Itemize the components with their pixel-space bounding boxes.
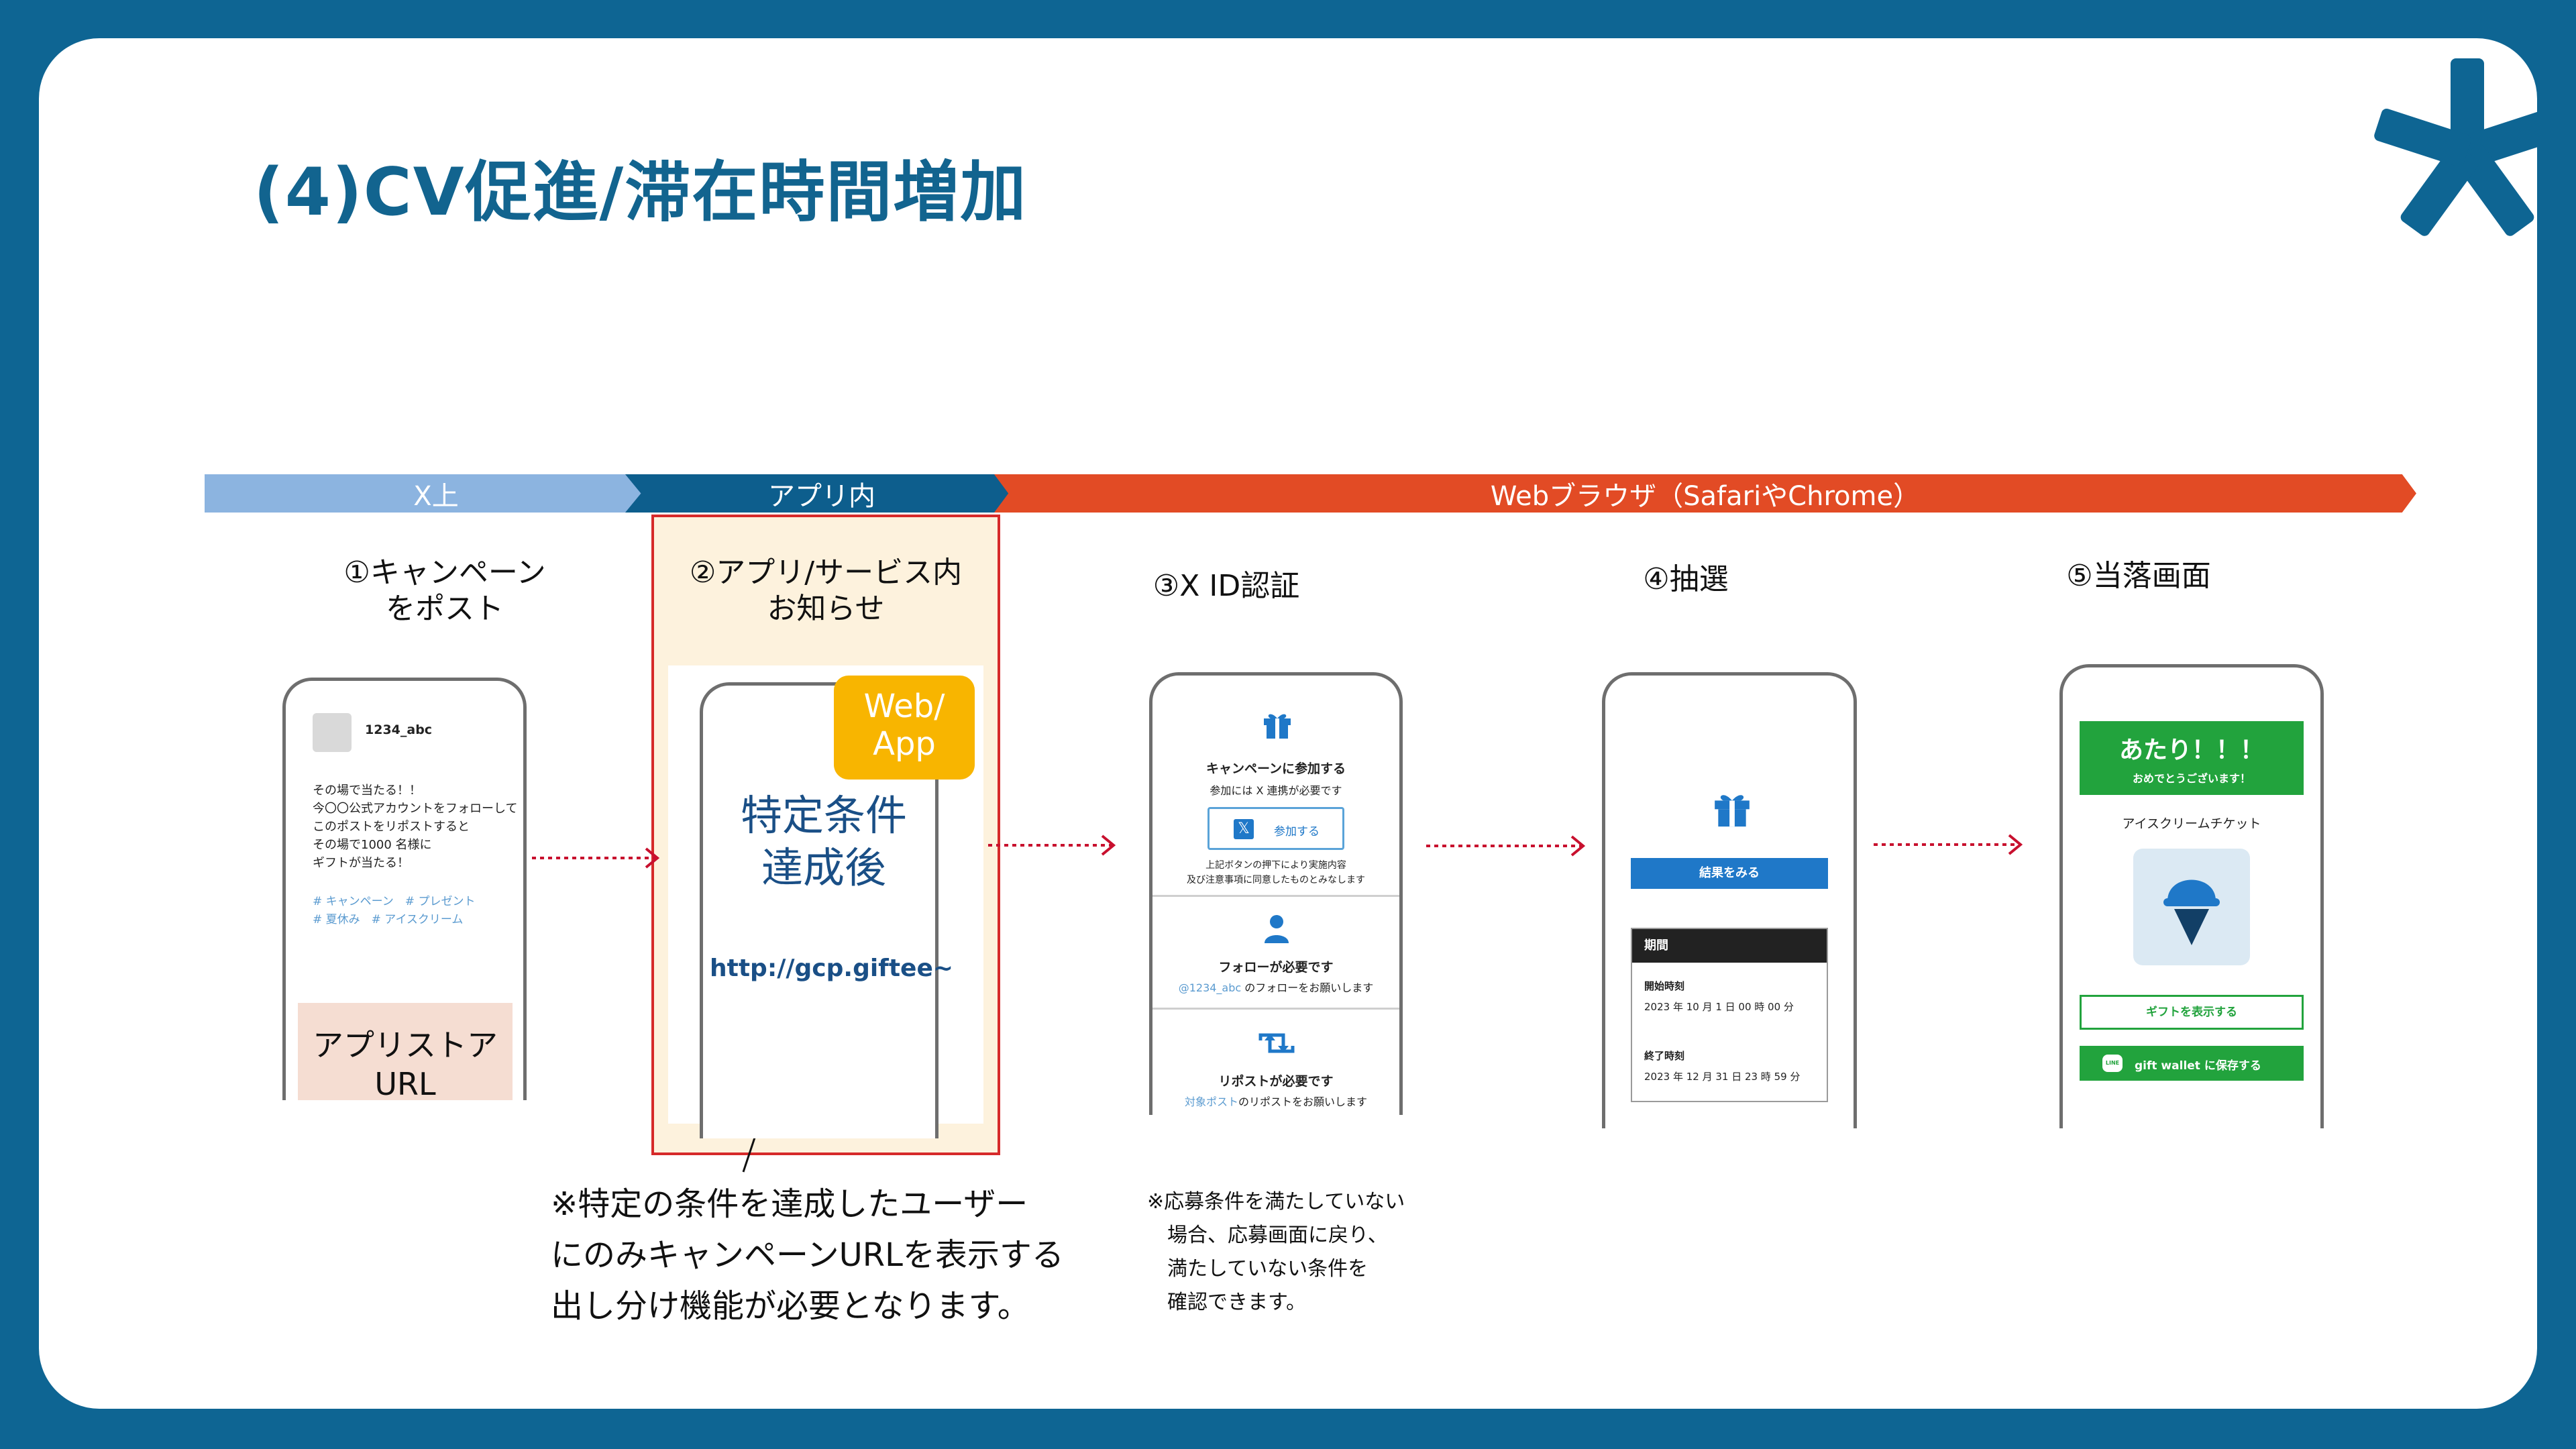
app-store-line2: URL [374, 1066, 436, 1100]
main-note-line: 出し分け機能が必要となります。 [551, 1287, 1030, 1325]
join-note-line: 上記ボタンの押下により実施内容 [1205, 860, 1346, 871]
repost-desc: のリポストをお願いします [1238, 1095, 1368, 1108]
line-icon: LINE [2102, 1055, 2123, 1072]
gift-icon [1715, 795, 1750, 827]
join-subtitle: 参加には X 連携が必要です [1210, 784, 1342, 797]
small-note-line: 確認できます。 [1147, 1291, 1306, 1314]
step-2-line1: ②アプリ/サービス内 [689, 555, 963, 590]
save-wallet-label: gift wallet に保存する [2135, 1059, 2261, 1073]
x-logo-icon: 𝕏 [1234, 819, 1254, 839]
gift-icon [1264, 714, 1291, 739]
post-hashtags: # キャンペーン # プレゼント # 夏休み # アイスクリーム [313, 893, 475, 929]
user-icon [1265, 915, 1289, 943]
step-3-label: ③X ID認証 [1152, 569, 1300, 603]
result-button[interactable]: 結果をみる [1631, 858, 1828, 889]
badge-line1: Web/ [863, 688, 945, 725]
badge-line2: App [873, 725, 936, 763]
start-label: 開始時刻 [1644, 980, 1685, 992]
slide-card: (4)CV促進/滞在時間増加 X上 アプリ内 Webブラウザ（SafariやCh… [39, 38, 2537, 1409]
step-2-label: ②アプリ/サービス内 お知らせ [651, 555, 1000, 627]
join-notes: 上記ボタンの押下により実施内容 及び注意事項に同意したものとみなします [1152, 858, 1399, 888]
phone-result: あたり！！！ おめでとうございます！ アイスクリームチケット ギフトを表示する … [2059, 664, 2324, 1128]
phone-x-post: 1234_abc その場で当たる！！ 今〇〇公式アカウントをフォローして このポ… [282, 678, 527, 1100]
condition-line2: 達成後 [761, 843, 886, 892]
condition-line1: 特定条件 [740, 791, 907, 840]
post-line: その場で1000 名様に [313, 838, 432, 852]
phone-x-auth: キャンペーンに参加する 参加には X 連携が必要です 𝕏 参加する 上記ボタンの… [1149, 672, 1403, 1115]
page-title: (4)CV促進/滞在時間増加 [254, 154, 1028, 231]
band-x: X上 [205, 474, 667, 513]
small-note-line: 満たしていない条件を [1147, 1257, 1368, 1281]
hashtag-line[interactable]: # キャンペーン # プレゼント [313, 895, 476, 908]
win-subtitle: おめでとうございます！ [2132, 772, 2251, 785]
small-note-line: 場合、応募画面に戻り、 [1147, 1224, 1388, 1247]
post-line: その場で当たる！！ [313, 784, 421, 798]
win-title: あたり！！！ [2118, 737, 2264, 764]
follow-title: フォローが必要です [1218, 960, 1334, 975]
post-line: ギフトが当たる！ [313, 856, 409, 870]
campaign-url[interactable]: http://gcp.giftee~ [710, 955, 954, 982]
band-web: Webブラウザ（SafariやChrome） [994, 474, 2416, 513]
win-banner: あたり！！！ おめでとうございます！ [2080, 721, 2304, 795]
small-note-line: ※応募条件を満たしていない [1147, 1190, 1405, 1214]
app-store-line1: アプリストア [313, 1027, 498, 1063]
avatar [313, 713, 352, 752]
small-note: ※応募条件を満たしていない 場合、応募画面に戻り、 満たしていない条件を 確認で… [1147, 1185, 1405, 1320]
step-2-line2: お知らせ [767, 592, 885, 626]
repost-title: リポストが必要です [1218, 1074, 1334, 1089]
ice-cream-icon [2163, 879, 2220, 945]
app-store-url-box[interactable]: アプリストア URL [298, 1003, 513, 1100]
end-value: 2023 年 12 月 31 日 23 時 59 分 [1644, 1071, 1801, 1083]
end-label: 終了時刻 [1644, 1050, 1685, 1062]
step-1-line1: ①キャンペーン [343, 555, 546, 590]
repost-target-link[interactable]: 対象ポスト [1184, 1095, 1238, 1108]
main-note-line: ※特定の条件を達成したユーザー [551, 1185, 1028, 1223]
step-1-line2: をポスト [386, 592, 504, 626]
hashtag-line[interactable]: # 夏休み # アイスクリーム [313, 913, 464, 926]
ticket-name: アイスクリームチケット [2122, 816, 2261, 831]
main-note-line: にのみキャンペーンURLを表示する [551, 1236, 1064, 1274]
show-gift-button[interactable]: ギフトを表示する [2080, 995, 2304, 1030]
step-1-label: ①キャンペーン をポスト [277, 555, 612, 627]
ticket-image [2133, 849, 2250, 965]
post-line: このポストをリポストすると [313, 820, 470, 834]
join-note-line: 及び注意事項に同意したものとみなします [1187, 875, 1365, 885]
step-5-label: ⑤当落画面 [2066, 559, 2211, 593]
period-header: 期間 [1632, 929, 1827, 963]
join-button-label: 参加する [1274, 825, 1320, 839]
join-button[interactable]: 𝕏 参加する [1208, 807, 1344, 850]
asterisk-logo-icon [2374, 58, 2537, 236]
phone-lottery: 結果をみる 期間 開始時刻 2023 年 10 月 1 日 00 時 00 分 … [1602, 672, 1857, 1128]
post-body: その場で当たる！！ 今〇〇公式アカウントをフォローして このポストをリポストする… [313, 782, 517, 872]
divider [1152, 1008, 1399, 1010]
join-title: キャンペーンに参加する [1205, 761, 1346, 776]
condition-text: 特定条件 達成後 [706, 790, 941, 894]
start-value: 2023 年 10 月 1 日 00 時 00 分 [1644, 1001, 1794, 1013]
step-4-label: ④抽選 [1643, 562, 1729, 596]
band-app: アプリ内 [625, 474, 1018, 513]
follow-desc: のフォローをお願いします [1241, 981, 1374, 994]
repost-icon [1258, 1033, 1295, 1053]
repost-desc-row: 対象ポストのリポストをお願いします [1152, 1093, 1399, 1109]
post-line: 今〇〇公式アカウントをフォローして [313, 802, 518, 816]
web-app-badge: Web/ App [834, 676, 975, 780]
period-box: 期間 開始時刻 2023 年 10 月 1 日 00 時 00 分 終了時刻 2… [1631, 928, 1828, 1102]
divider [1152, 895, 1399, 897]
main-note: ※特定の条件を達成したユーザー にのみキャンペーンURLを表示する 出し分け機能… [551, 1179, 1064, 1332]
follow-handle-link[interactable]: @1234_abc [1178, 981, 1242, 994]
save-wallet-button[interactable]: LINE gift wallet に保存する [2080, 1046, 2304, 1081]
post-username: 1234_abc [365, 722, 433, 737]
follow-desc-row: @1234_abc のフォローをお願いします [1152, 979, 1399, 995]
